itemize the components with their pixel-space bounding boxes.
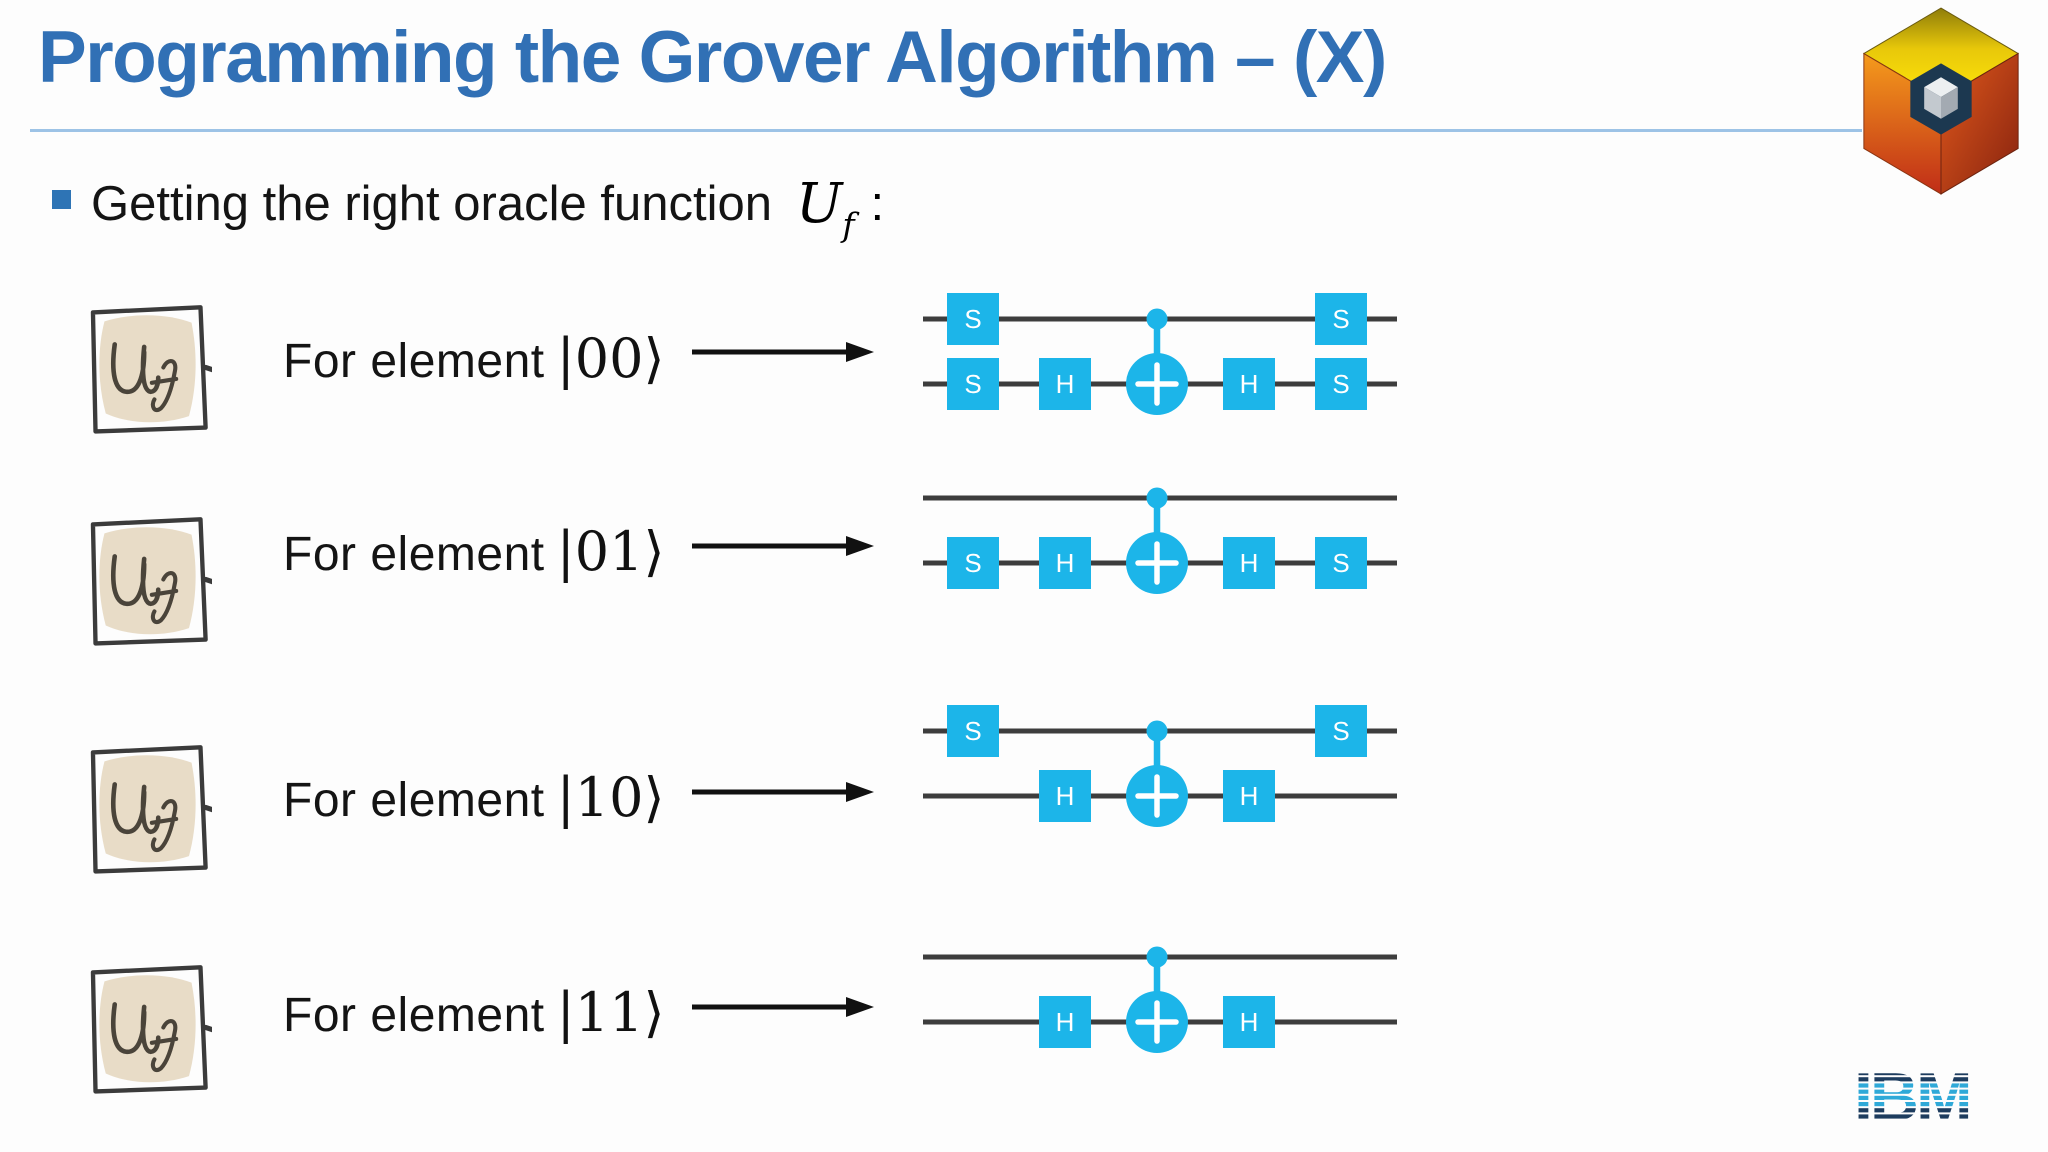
- svg-text:H: H: [1240, 369, 1259, 399]
- svg-text:S: S: [964, 716, 981, 746]
- svg-text:H: H: [1056, 369, 1075, 399]
- svg-text:H: H: [1240, 1007, 1259, 1037]
- oracle-uf-sketch-icon: [84, 512, 212, 652]
- svg-text:S: S: [1332, 548, 1349, 578]
- svg-text:S: S: [1332, 304, 1349, 334]
- arrow-icon: [692, 997, 874, 1017]
- bullet-text: Getting the right oracle function: [91, 177, 772, 231]
- row-4-label: For element: [283, 989, 545, 1042]
- arrow-icon: [692, 536, 874, 556]
- slide-title: Programming the Grover Algorithm – (X): [38, 17, 1387, 98]
- title-underline: [30, 129, 1862, 132]
- bullet-colon: :: [870, 177, 885, 231]
- row-2-label: For element: [283, 528, 545, 581]
- row-3-ket: |10⟩: [556, 766, 665, 829]
- svg-text:S: S: [964, 304, 981, 334]
- row-1-text: For element |00⟩: [283, 327, 665, 390]
- bullet-square-icon: [52, 190, 71, 209]
- svg-text:S: S: [1332, 716, 1349, 746]
- ibm-logo: IBM: [1854, 1059, 1973, 1124]
- quantum-cube-logo-icon: [1862, 7, 2020, 195]
- svg-text:S: S: [1332, 369, 1349, 399]
- row-1-ket: |00⟩: [556, 327, 665, 390]
- oracle-function-symbol: Uf: [795, 171, 855, 244]
- row-4-ket: |11⟩: [556, 981, 665, 1044]
- svg-text:H: H: [1240, 781, 1259, 811]
- oracle-uf-sketch-icon: [84, 740, 212, 880]
- row-2-ket: |01⟩: [556, 520, 665, 583]
- row-1-label: For element: [283, 335, 545, 388]
- row-3-label: For element: [283, 774, 545, 827]
- svg-text:S: S: [964, 548, 981, 578]
- oracle-uf-sketch-icon: [84, 960, 212, 1100]
- oracle-uf-sketch-icon: [84, 300, 212, 440]
- arrow-icon: [692, 782, 874, 802]
- row-4-text: For element |11⟩: [283, 981, 665, 1044]
- circuit-for-00: S S S H H S: [923, 293, 1397, 415]
- svg-text:H: H: [1056, 1007, 1075, 1037]
- ibm-logo-text: IBM: [1854, 1059, 1970, 1124]
- circuit-for-10: S S H H: [923, 705, 1397, 827]
- svg-text:H: H: [1240, 548, 1259, 578]
- row-2-text: For element |01⟩: [283, 520, 665, 583]
- arrow-icon: [692, 342, 874, 362]
- bullet-line: Getting the right oracle function Uf :: [52, 168, 884, 247]
- svg-text:H: H: [1056, 781, 1075, 811]
- svg-text:H: H: [1056, 548, 1075, 578]
- svg-text:S: S: [964, 369, 981, 399]
- row-3-text: For element |10⟩: [283, 766, 665, 829]
